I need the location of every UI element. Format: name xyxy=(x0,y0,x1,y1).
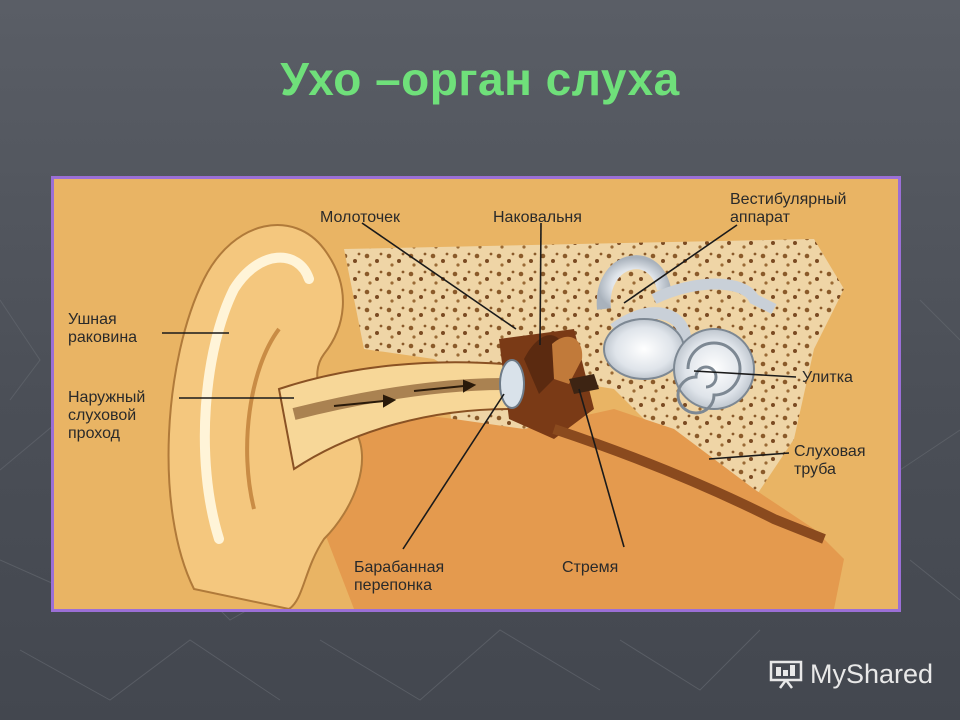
ear-diagram: Ушная раковина Наружный слуховой проход … xyxy=(51,176,901,612)
watermark-brand: MyShared xyxy=(810,658,934,689)
eardrum-shape xyxy=(499,359,525,409)
presentation-icon xyxy=(769,660,803,689)
vestibular-nerve xyxy=(651,278,777,314)
label-eustachian-tube: Слуховая труба xyxy=(794,443,866,478)
label-eardrum: Барабанная перепонка xyxy=(354,559,445,594)
canal-lumen xyxy=(292,378,505,420)
stapes-shape xyxy=(569,374,599,394)
label-ear-canal: Наружный слуховой проход xyxy=(68,389,146,442)
incus-shape xyxy=(552,336,583,384)
label-vestibular-apparatus: Вестибулярный аппарат xyxy=(730,191,847,226)
temporal-bone xyxy=(344,239,844,499)
label-auricle: Ушная раковина xyxy=(68,311,138,346)
sound-arrows xyxy=(333,379,477,408)
watermark: MyShared xyxy=(768,654,933,694)
ear-illustration xyxy=(162,222,844,609)
eustachian-tube-shape xyxy=(552,424,826,544)
label-malleus: Молоточек xyxy=(320,209,401,226)
cochlea-spiral xyxy=(676,341,742,415)
label-stapes: Стремя xyxy=(562,559,619,576)
malleus-shape xyxy=(524,335,559,394)
vestibule-shape xyxy=(603,318,685,380)
semicircular-canal-1 xyxy=(596,255,671,310)
slide-title: Ухо –орган слуха xyxy=(280,53,680,105)
antihelix xyxy=(245,327,281,510)
leader-lines xyxy=(162,222,797,550)
label-cochlea: Улитка xyxy=(802,369,853,386)
helix-highlight xyxy=(199,252,314,544)
label-incus: Наковальня xyxy=(493,209,582,226)
